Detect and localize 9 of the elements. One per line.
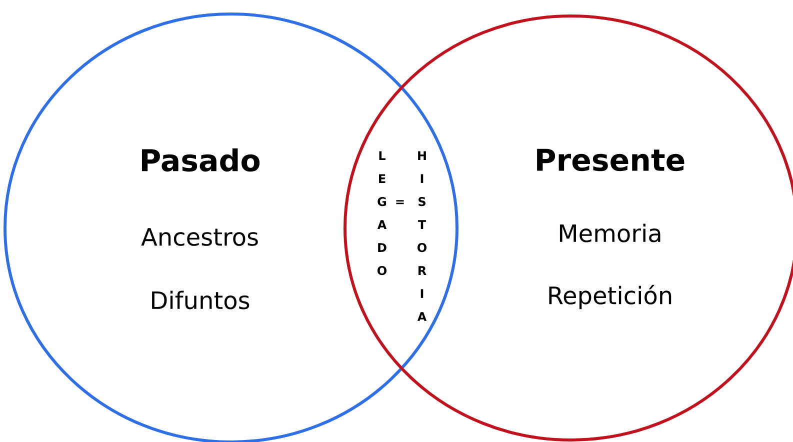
circle-heading: Presente bbox=[537, 148, 684, 172]
equals-sign: = bbox=[396, 200, 404, 204]
circle-text: Memoria bbox=[560, 224, 660, 242]
vertical-text: HISTORIA bbox=[417, 151, 427, 321]
circle-text: Ancestros bbox=[141, 228, 258, 246]
vertical-text: LEGADO bbox=[377, 151, 387, 276]
circle-heading: Pasado bbox=[142, 148, 260, 172]
circle-text: Difuntos bbox=[152, 290, 250, 310]
circle-text: Repetición bbox=[549, 284, 672, 310]
